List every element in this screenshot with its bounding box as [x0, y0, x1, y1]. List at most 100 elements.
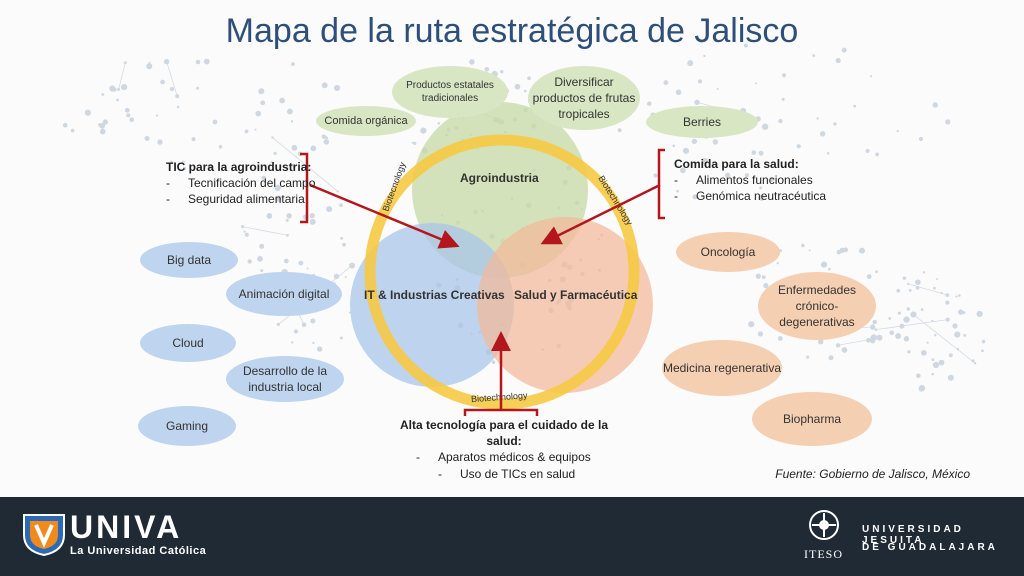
network-dot: [761, 275, 766, 279]
network-dot: [915, 286, 920, 290]
alta-heading: Alta tecnología para el cuidado de la sa…: [399, 418, 609, 449]
network-dot: [903, 336, 910, 342]
network-dot: [325, 136, 328, 140]
network-dot: [191, 137, 196, 142]
alta-list: Aparatos médicos & equipos Uso de TICs e…: [390, 449, 618, 481]
bubble-productos: Productos estatales tradicionales: [392, 66, 508, 118]
bubble-berries: Berries: [646, 106, 758, 138]
network-dot: [757, 331, 764, 337]
tic-block: TIC para la agroindustria: Tecnificación…: [166, 159, 315, 208]
network-dot: [285, 218, 289, 222]
network-dot: [865, 338, 871, 343]
network-dot: [169, 86, 175, 92]
network-dot: [947, 374, 954, 381]
network-dot: [841, 47, 847, 53]
network-dot: [922, 271, 926, 274]
iteso-short: ITESO: [804, 547, 843, 561]
bubble-animacion: Animación digital: [226, 272, 342, 316]
network-dot: [777, 336, 783, 341]
network-dot: [971, 359, 975, 363]
bubble-diversificar: Diversificar productos de frutas tropica…: [528, 66, 640, 130]
network-dot: [870, 337, 873, 340]
network-dot: [888, 317, 892, 320]
network-dot: [420, 127, 427, 134]
network-dot: [663, 80, 669, 85]
network-dot: [828, 355, 834, 361]
network-dot: [675, 89, 682, 96]
network-line: [242, 226, 288, 236]
network-dot: [836, 249, 842, 255]
network-dot: [945, 317, 950, 322]
bubble-biopharma: Biopharma: [752, 392, 872, 446]
network-dot: [853, 104, 857, 108]
network-dot: [908, 289, 912, 292]
page-title: Mapa de la ruta estratégica de Jalisco: [225, 12, 799, 50]
network-dot: [218, 144, 223, 149]
network-dot: [279, 97, 286, 104]
network-dot: [259, 243, 265, 249]
network-dot: [340, 236, 344, 240]
tic-list: Tecnificación del campo Seguridad alimen…: [166, 175, 315, 207]
network-dot: [687, 60, 694, 67]
network-dot: [255, 110, 262, 117]
bubble-desarrollo: Desarrollo de la industria local: [226, 356, 344, 402]
network-dot: [716, 87, 719, 90]
network-dot: [858, 247, 865, 254]
network-dot: [144, 135, 150, 141]
network-dot: [954, 331, 961, 338]
network-dot: [195, 59, 201, 65]
network-dot: [146, 63, 153, 70]
network-dot: [298, 260, 304, 266]
network-dot: [796, 144, 801, 149]
network-dot: [102, 119, 109, 125]
network-dot: [309, 213, 315, 219]
network-dot: [157, 139, 163, 145]
network-dot: [617, 128, 622, 133]
network-dot: [207, 163, 213, 169]
network-dot: [694, 99, 700, 105]
ring-label-bottom: Biotechnology: [471, 390, 529, 404]
network-dot: [835, 343, 841, 348]
arrow-tic-to-venn: [309, 183, 460, 249]
alta-block: Alta tecnología para el cuidado de la sa…: [390, 417, 618, 482]
network-dot: [841, 347, 848, 353]
network-dot: [918, 136, 924, 142]
network-dot: [244, 129, 249, 134]
network-dot: [876, 334, 883, 341]
network-dot: [870, 338, 876, 344]
network-dot: [749, 323, 752, 326]
network-dot: [326, 206, 333, 213]
network-dot: [703, 54, 706, 58]
bubble-big-data: Big data: [140, 242, 238, 278]
network-dot: [895, 333, 902, 339]
network-dot: [310, 318, 316, 324]
network-dot: [203, 58, 210, 65]
network-dot: [869, 75, 873, 78]
network-dot: [915, 279, 921, 286]
network-dot: [121, 83, 128, 91]
network-dot: [123, 61, 127, 65]
network-dot: [761, 123, 769, 130]
network-dot: [981, 349, 984, 353]
network-dot: [940, 291, 943, 295]
network-line: [913, 314, 976, 364]
arrow-comida-to-venn: [540, 183, 661, 245]
network-dot: [833, 122, 837, 126]
network-dot: [310, 145, 317, 152]
network-dot: [806, 355, 810, 359]
network-dot: [920, 308, 924, 311]
network-dot: [70, 128, 75, 133]
comida-item: Alimentos funcionales: [674, 172, 826, 188]
network-dot: [323, 139, 330, 145]
network-dot: [491, 360, 496, 364]
network-dot: [176, 105, 180, 109]
bracket-comida: [657, 148, 665, 220]
network-dot: [523, 89, 527, 93]
network-dot: [865, 148, 870, 154]
network-line: [118, 62, 126, 90]
network-dot: [906, 307, 910, 311]
bubble-enfermedades: Enfermedades crónico-degenerativas: [758, 272, 876, 340]
network-dot: [896, 288, 901, 293]
network-dot: [916, 373, 921, 379]
